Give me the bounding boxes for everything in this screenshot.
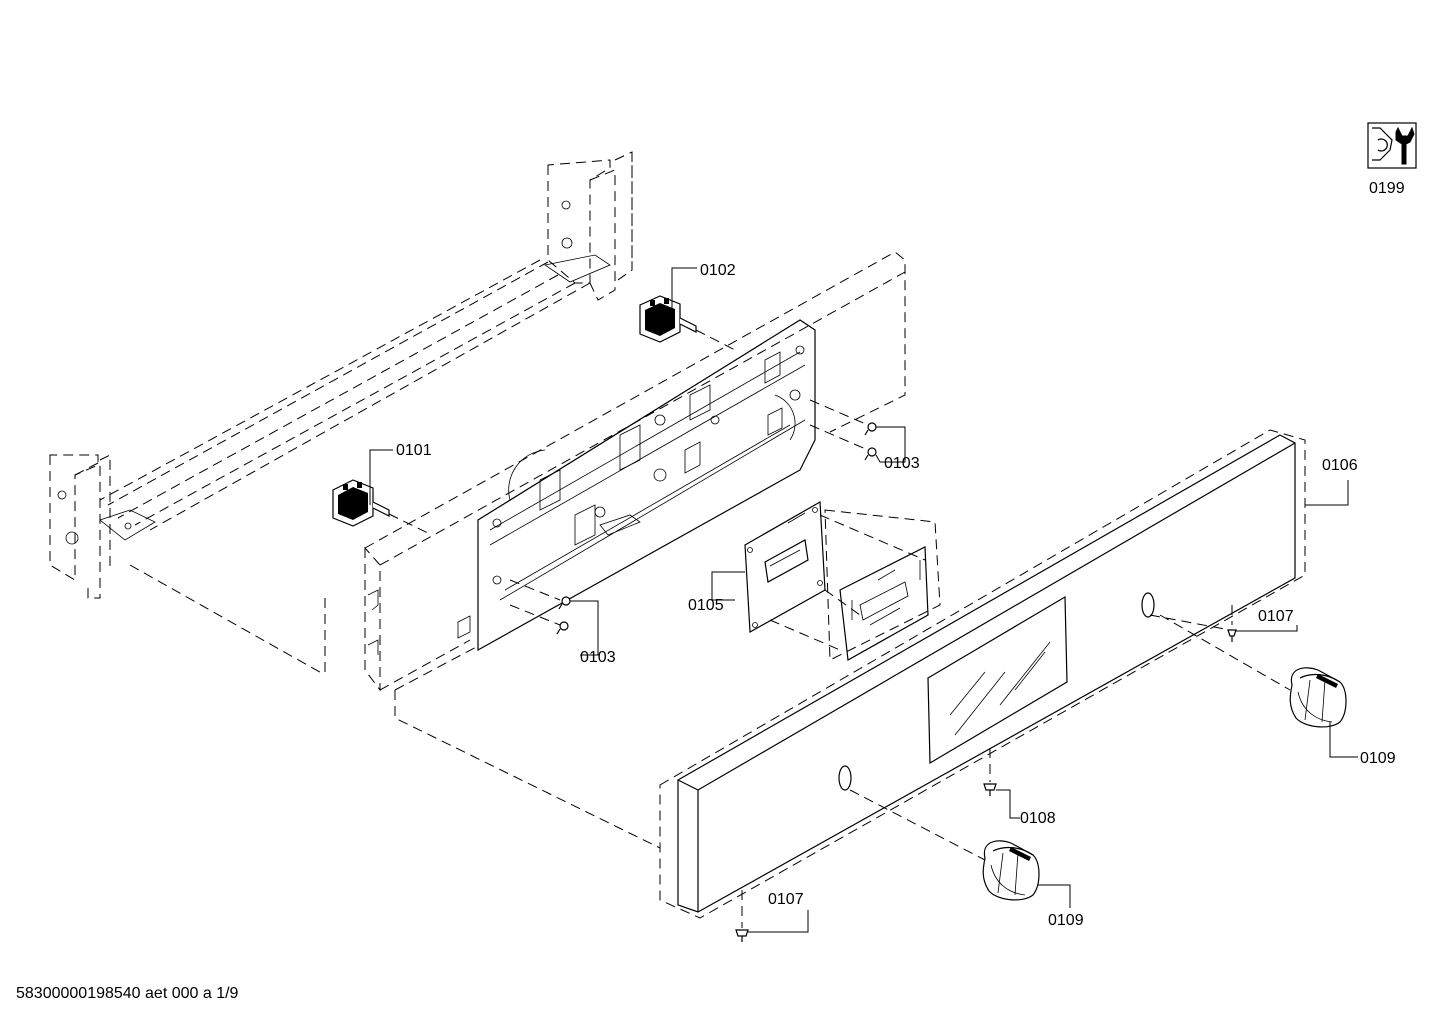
- callout-0106: 0106: [1322, 457, 1358, 474]
- wrench-icon: [1367, 122, 1417, 169]
- callout-0103-right: 0103: [884, 455, 920, 472]
- callout-0103-left: 0103: [580, 649, 616, 666]
- screw-0107-left: [735, 890, 749, 942]
- callout-0105: 0105: [688, 597, 724, 614]
- control-frame: [364, 251, 906, 849]
- callout-0101: 0101: [396, 442, 432, 459]
- screws-0103-right: [809, 399, 877, 461]
- knob-0109-left: [849, 789, 1040, 901]
- callout-0107-right: 0107: [1258, 608, 1294, 625]
- callout-0102: 0102: [700, 262, 736, 279]
- document-code: 58300000198540 aet 000 a 1/9: [16, 985, 239, 1002]
- callout-0109-right: 0109: [1360, 750, 1396, 767]
- knob-0109-right: [1159, 614, 1347, 728]
- rear-rail-assembly: [49, 151, 633, 676]
- screw-0108: [983, 748, 997, 796]
- rotary-switch-0101: [332, 479, 431, 535]
- callout-0199: 0199: [1369, 180, 1405, 197]
- callout-0107-left: 0107: [768, 891, 804, 908]
- screw-0107-right: [1149, 605, 1237, 642]
- callout-0109-left: 0109: [1048, 912, 1084, 929]
- bracket-0105: [744, 500, 941, 661]
- callout-0108: 0108: [1020, 810, 1056, 827]
- control-panel-0106: [659, 429, 1306, 919]
- screws-0103-left: [509, 579, 571, 635]
- rotary-switch-0102: [639, 295, 736, 351]
